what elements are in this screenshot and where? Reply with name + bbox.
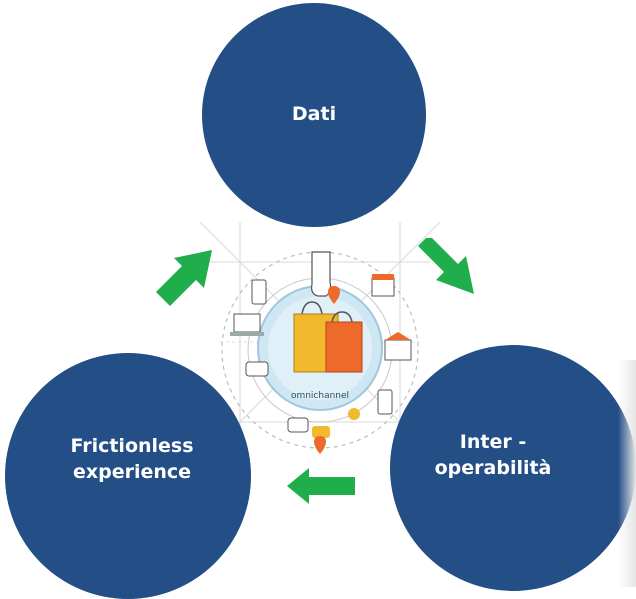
laptop-icon: [230, 313, 264, 336]
arrow-down-right-icon: [418, 238, 474, 294]
node-interoperabilita-line2: operabilità: [434, 457, 552, 479]
map-pin-icon: [314, 286, 340, 454]
node-dati: Dati: [202, 3, 426, 227]
cycle-diagram: omnichannel Dati: [5, 3, 636, 599]
node-dati-label: Dati: [291, 103, 337, 126]
arrow-up-right-icon: [156, 250, 212, 306]
store-icon: [371, 274, 412, 361]
mobile-phone-icon: [251, 279, 393, 415]
omnichannel-illustration: omnichannel: [200, 222, 440, 462]
chat-bubble-icon: [245, 361, 360, 438]
edge-shadow: [618, 360, 636, 587]
omnichannel-label: omnichannel: [291, 391, 349, 401]
hand-icon: [311, 251, 332, 297]
shopping-bags-icon: [293, 301, 363, 373]
node-interoperabilita-line1: Inter -: [459, 431, 527, 454]
node-frictionless-line1: Frictionless: [70, 435, 194, 458]
node-frictionless: Frictionless experience: [5, 353, 251, 599]
node-interoperabilita: Inter - operabilità: [390, 345, 636, 591]
arrow-left-icon: [287, 468, 355, 504]
node-frictionless-line2: experience: [72, 461, 192, 483]
